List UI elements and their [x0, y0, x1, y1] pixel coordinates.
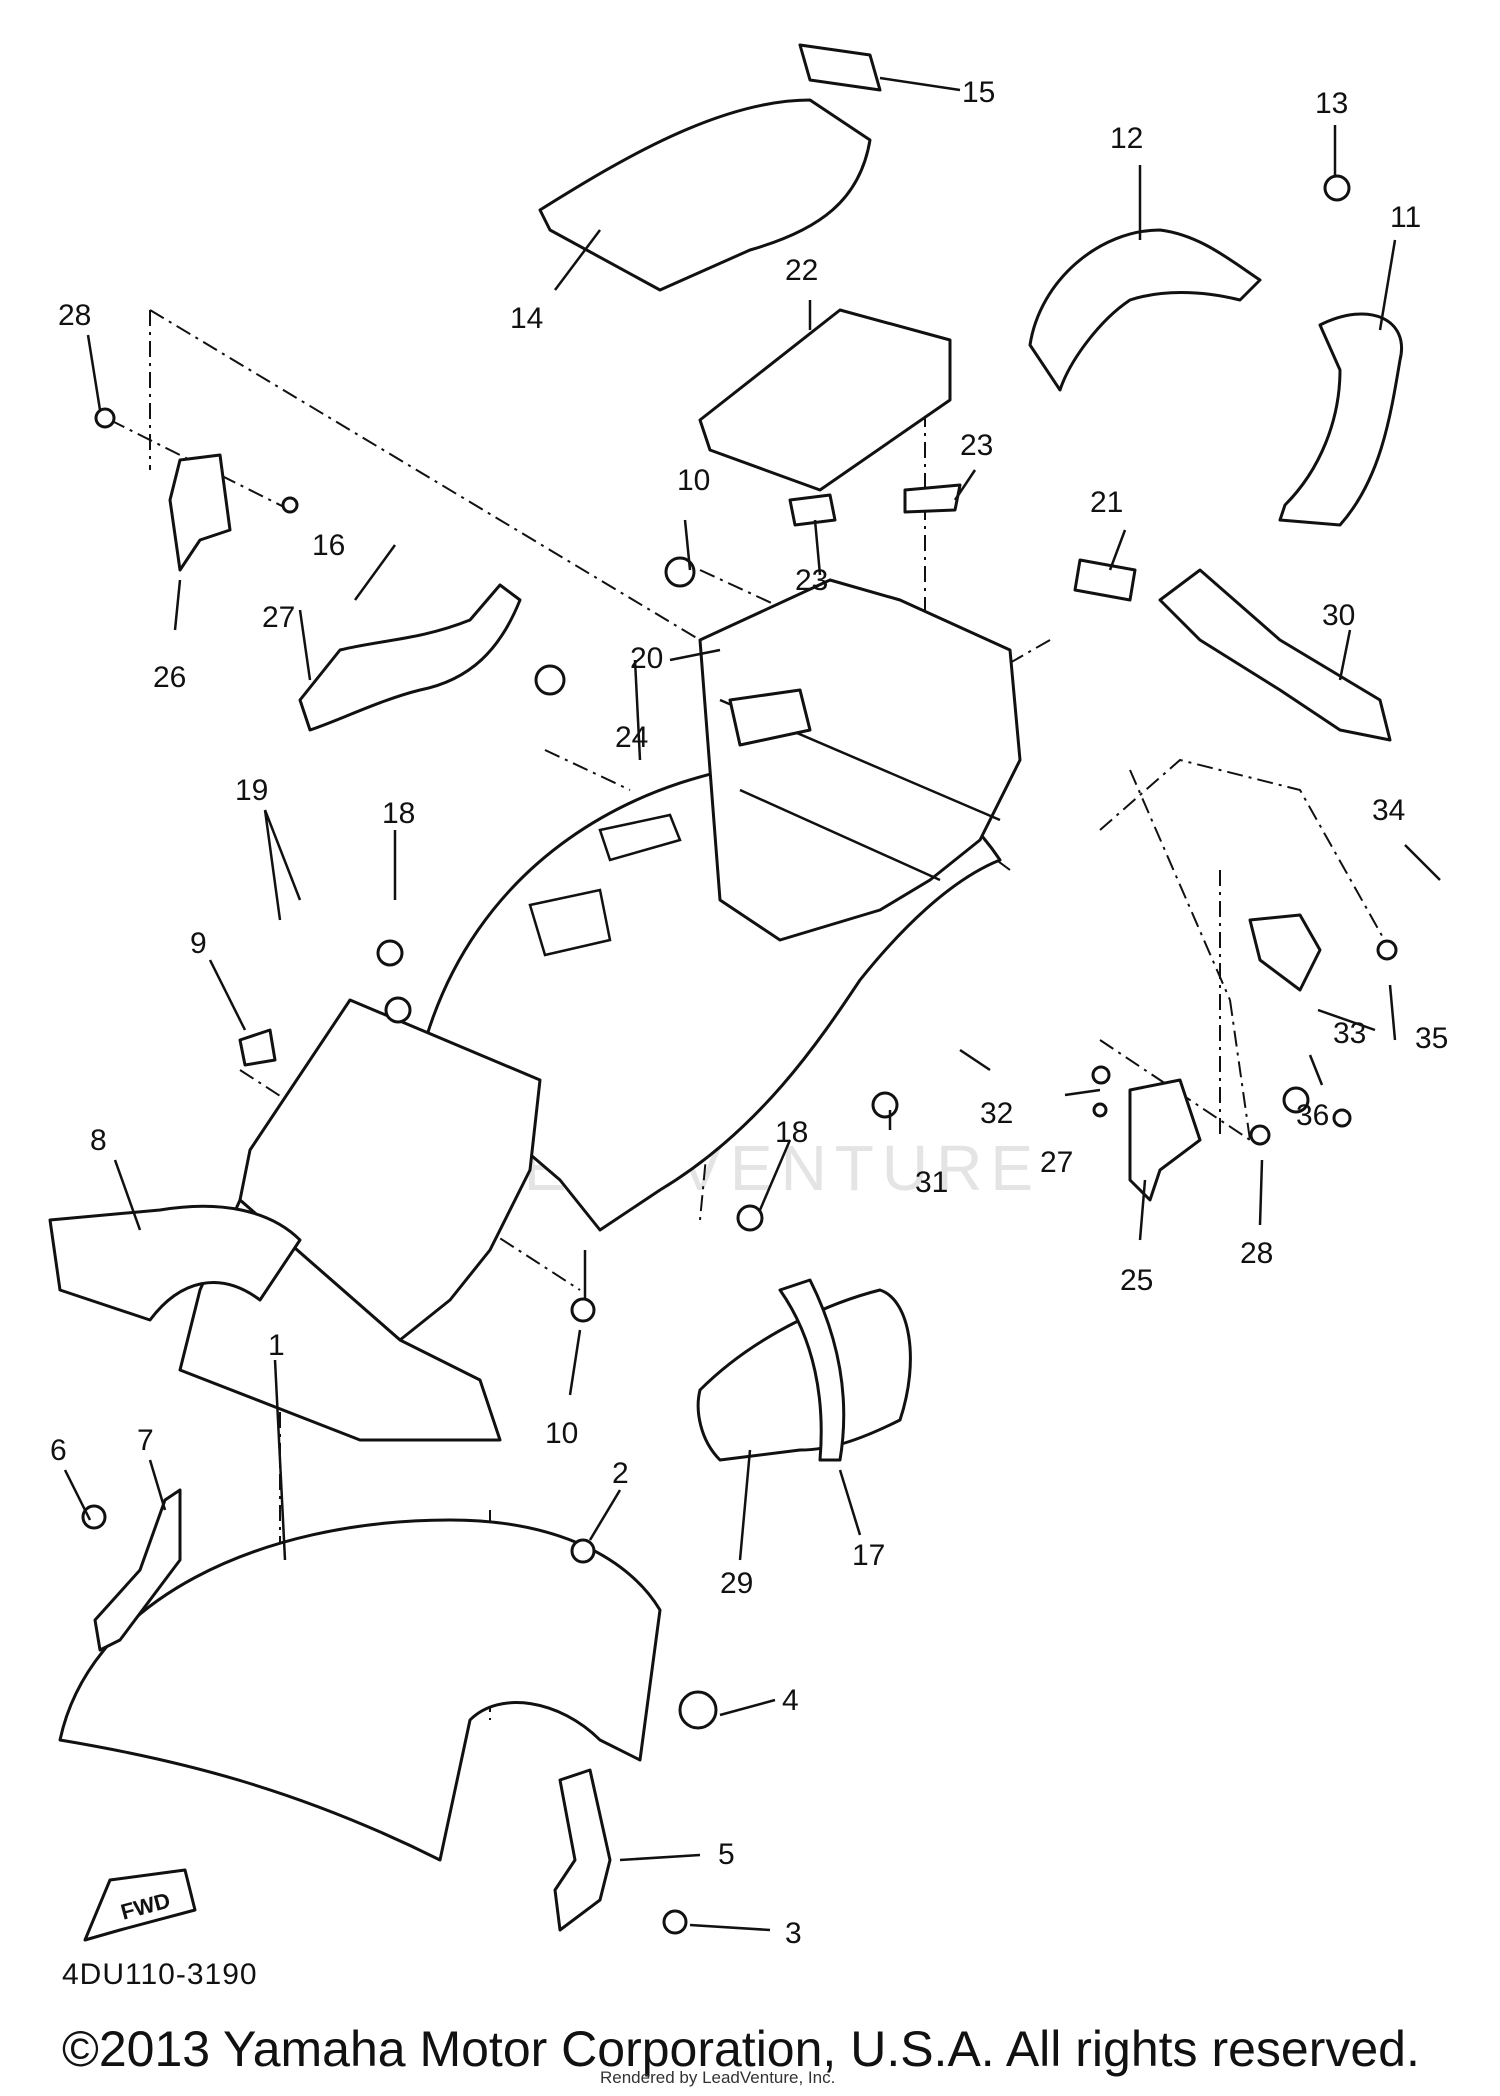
- rendered-by-credit: Rendered by LeadVenture, Inc.: [600, 2068, 836, 2087]
- part-14-seat-pad: [538, 98, 872, 292]
- callout-13: 13: [1315, 87, 1348, 120]
- callout-15: 15: [962, 76, 995, 109]
- callout-28-upper: 28: [58, 299, 91, 332]
- callout-35: 35: [1415, 1022, 1448, 1055]
- part-17-strap: [778, 1278, 846, 1462]
- callout-28-lower: 28: [1240, 1237, 1273, 1270]
- part-30-plate: [1158, 568, 1392, 742]
- callout-6: 6: [50, 1434, 67, 1467]
- callout-10-upper: 10: [677, 464, 710, 497]
- part-16-bracket: [298, 583, 522, 732]
- callout-16: 16: [312, 529, 345, 562]
- callout-10-lower: 10: [545, 1417, 578, 1450]
- leader-lines: [63, 76, 1441, 1932]
- part-22-cover: [698, 308, 952, 492]
- fwd-arrow-icon: FWD: [83, 1868, 197, 1942]
- callout-29: 29: [720, 1567, 753, 1600]
- front-fender: [58, 1518, 662, 1862]
- callout-5: 5: [718, 1838, 735, 1871]
- part-7-stay: [93, 1488, 182, 1652]
- callout-18-upper: 18: [382, 797, 415, 830]
- callout-23-right: 23: [960, 429, 993, 462]
- part-12-grab-bar: [1028, 228, 1262, 392]
- part-15-strip: [798, 43, 882, 92]
- part-26-bracket: [168, 453, 232, 572]
- callout-7: 7: [137, 1424, 154, 1457]
- callout-1: 1: [268, 1329, 285, 1362]
- callout-2: 2: [612, 1457, 629, 1490]
- callout-17: 17: [852, 1539, 885, 1572]
- callout-3: 3: [785, 1917, 802, 1950]
- callout-26: 26: [153, 661, 186, 694]
- callout-4: 4: [782, 1684, 799, 1717]
- callout-14: 14: [510, 302, 543, 335]
- callout-9: 9: [190, 927, 207, 960]
- callout-23-left: 23: [795, 564, 828, 597]
- part-25-bracket: [1128, 1078, 1202, 1202]
- part-8-flap: [48, 1204, 302, 1322]
- hardware: [81, 174, 1398, 1935]
- part-5-stay: [553, 1768, 612, 1932]
- callouts: 1 2 3 4 5 6 7 8 9 10 10 11 12 13 14 15 1…: [50, 76, 1448, 1950]
- callout-34: 34: [1372, 794, 1405, 827]
- callout-11: 11: [1390, 201, 1421, 234]
- copyright-notice: ©2013 Yamaha Motor Corporation, U.S.A. A…: [62, 2021, 1420, 2077]
- callout-36: 36: [1296, 1099, 1329, 1132]
- callout-22: 22: [785, 254, 818, 287]
- callout-8: 8: [90, 1124, 107, 1157]
- callout-27-right: 27: [1040, 1146, 1073, 1179]
- callout-33: 33: [1333, 1017, 1366, 1050]
- part-33-bracket: [1248, 913, 1322, 992]
- callout-24: 24: [615, 721, 648, 754]
- diagram-id-code: 4DU110-3190: [62, 1958, 258, 1991]
- callout-27-left: 27: [262, 601, 295, 634]
- part-11-handle: [1278, 312, 1403, 527]
- callout-19: 19: [235, 774, 268, 807]
- callout-20: 20: [630, 642, 663, 675]
- callout-12: 12: [1110, 122, 1143, 155]
- callout-25: 25: [1120, 1264, 1153, 1297]
- callout-18-lower: 18: [775, 1116, 808, 1149]
- callout-21: 21: [1090, 486, 1123, 519]
- callout-32: 32: [980, 1097, 1013, 1130]
- callout-31: 31: [915, 1166, 948, 1199]
- callout-30: 30: [1322, 599, 1355, 632]
